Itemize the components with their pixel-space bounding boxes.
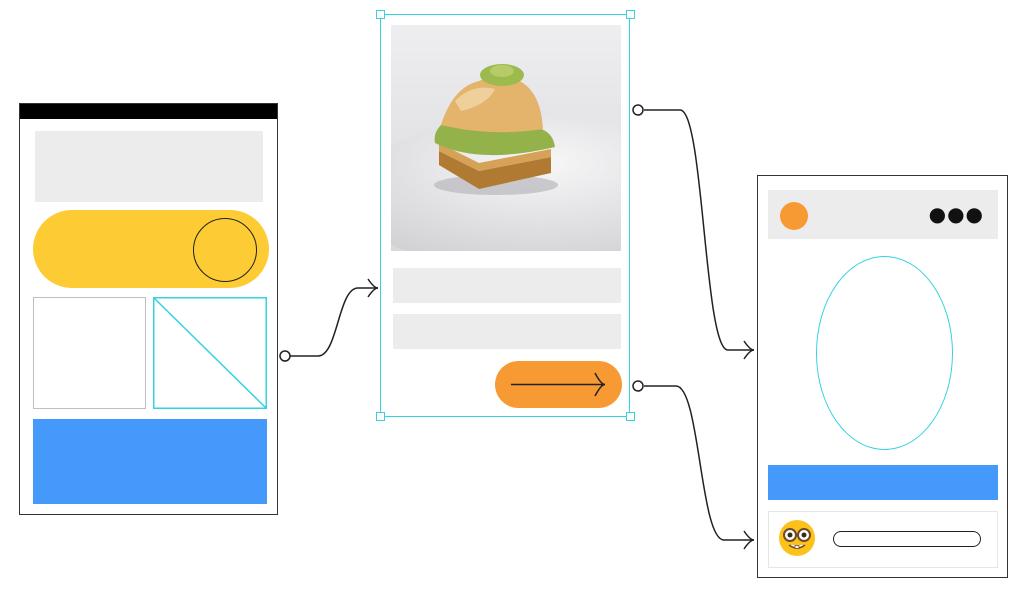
blue-bar xyxy=(768,465,998,500)
screen-2[interactable] xyxy=(380,14,630,417)
selection-handle[interactable] xyxy=(626,10,635,19)
connector-origin xyxy=(279,350,291,362)
nerd-face-emoji xyxy=(779,520,815,556)
selection-handle[interactable] xyxy=(376,412,385,421)
selection-handle[interactable] xyxy=(376,10,385,19)
text-input[interactable] xyxy=(833,531,981,547)
arrow-right-icon xyxy=(511,372,606,397)
connector-origin xyxy=(632,380,644,392)
screen-1 xyxy=(19,103,278,515)
next-button[interactable] xyxy=(495,361,622,408)
selection-handle[interactable] xyxy=(626,412,635,421)
screen-3: ●●● xyxy=(757,175,1008,578)
connector-screen1-to-screen2 xyxy=(290,287,378,357)
oval-placeholder xyxy=(816,256,953,450)
food-photo xyxy=(391,25,621,251)
status-bar xyxy=(20,104,277,119)
image-placeholder-selected xyxy=(153,297,267,409)
header-bar: ●●● xyxy=(768,190,998,239)
arrowhead xyxy=(743,530,755,550)
toggle-knob[interactable] xyxy=(193,218,257,282)
more-horizontal-icon[interactable]: ●●● xyxy=(928,202,984,226)
image-placeholder xyxy=(33,297,146,409)
text-line xyxy=(393,314,621,349)
connector-origin xyxy=(632,104,644,116)
comment-row xyxy=(768,511,998,568)
arrowhead xyxy=(743,340,755,360)
avatar[interactable] xyxy=(780,202,808,230)
arrowhead xyxy=(367,278,379,298)
connector-screen2-to-screen3-top xyxy=(644,109,754,351)
text-line xyxy=(393,268,621,303)
footer-block xyxy=(33,419,267,504)
connector-button-to-screen3-bottom xyxy=(644,385,754,541)
header-placeholder xyxy=(35,131,263,202)
